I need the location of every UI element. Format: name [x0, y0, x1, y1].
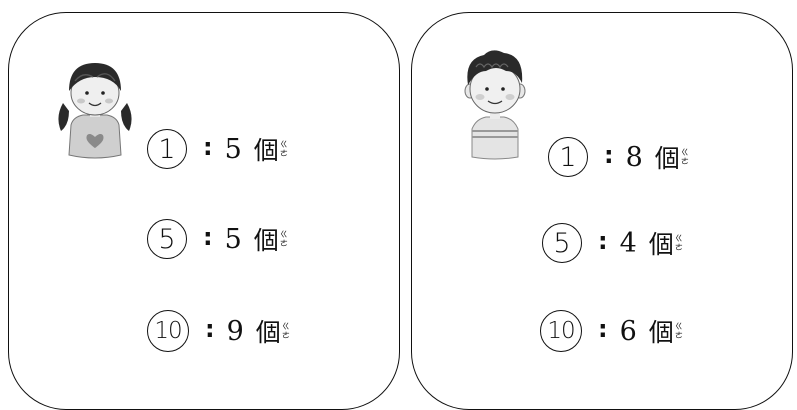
five-coin-icon: 5	[542, 223, 582, 263]
bopomofo-annotation: ㄍㄜ	[674, 322, 683, 340]
coin-row: 10 : 6 個 ㄍㄜ	[540, 309, 683, 353]
colon: :	[598, 315, 608, 343]
coin-count: 5	[224, 223, 242, 255]
girl-avatar-icon	[58, 63, 132, 159]
coin-count: 8	[625, 141, 643, 173]
unit-label: 個	[654, 144, 680, 173]
bopomofo-annotation: ㄍㄜ	[674, 234, 683, 252]
one-coin-icon: 1	[147, 129, 187, 169]
five-coin-icon: 5	[147, 219, 187, 259]
boy-coin-card: 1 : 8 個 ㄍㄜ 5 : 4 個 ㄍㄜ 10 : 6 個 ㄍㄜ	[411, 12, 793, 410]
bopomofo-annotation: ㄍㄜ	[279, 230, 288, 248]
bopomofo-annotation: ㄍㄜ	[279, 140, 288, 158]
unit-label: 個	[648, 230, 674, 259]
coin-row: 1 : 5 個 ㄍㄜ	[147, 127, 288, 171]
coin-row: 5 : 5 個 ㄍㄜ	[147, 217, 288, 261]
colon: :	[203, 223, 213, 251]
one-coin-icon: 1	[548, 137, 588, 177]
unit-label: 個	[648, 318, 674, 347]
ten-coin-icon: 10	[147, 310, 189, 352]
coin-count: 6	[619, 315, 637, 347]
colon: :	[604, 141, 614, 169]
unit-label: 個	[253, 226, 279, 255]
coin-row: 1 : 8 個 ㄍㄜ	[548, 135, 689, 179]
colon: :	[205, 315, 215, 343]
unit-label: 個	[253, 136, 279, 165]
ten-coin-icon: 10	[540, 310, 582, 352]
coin-count: 9	[226, 315, 244, 347]
girl-coin-card: 1 : 5 個 ㄍㄜ 5 : 5 個 ㄍㄜ 10 : 9 個 ㄍㄜ	[8, 12, 400, 410]
bopomofo-annotation: ㄍㄜ	[281, 322, 290, 340]
unit-label: 個	[255, 318, 281, 347]
coin-row: 5 : 4 個 ㄍㄜ	[542, 221, 683, 265]
bopomofo-annotation: ㄍㄜ	[680, 148, 689, 166]
colon: :	[598, 227, 608, 255]
boy-avatar-icon	[464, 50, 526, 160]
colon: :	[203, 133, 213, 161]
coin-row: 10 : 9 個 ㄍㄜ	[147, 309, 290, 353]
coin-count: 5	[224, 133, 242, 165]
coin-count: 4	[619, 227, 637, 259]
